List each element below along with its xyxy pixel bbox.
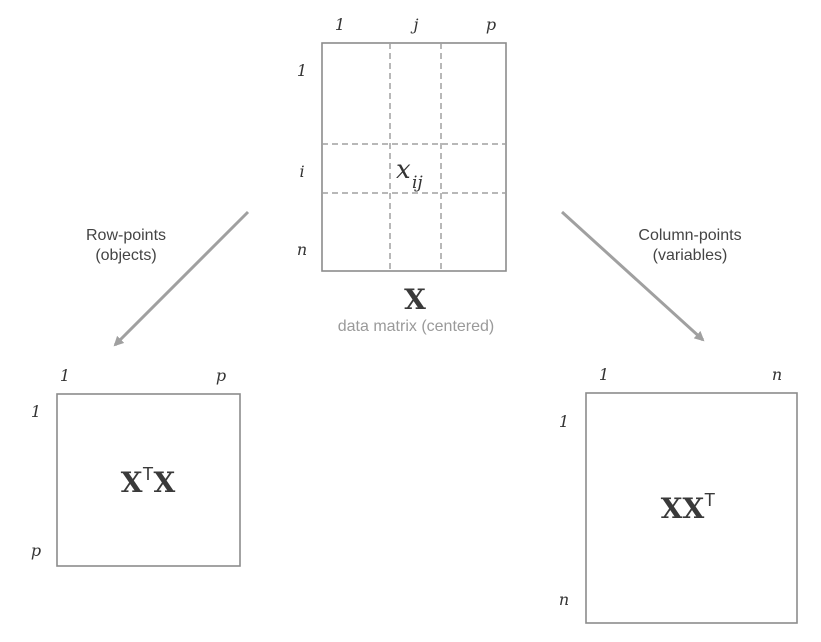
data-matrix-symbol: X xyxy=(404,283,426,316)
left-product-col-first-label: 1 xyxy=(60,366,70,385)
right-product-row-first-label: 1 xyxy=(559,412,569,431)
data-matrix-col-last-label: p xyxy=(486,15,496,34)
row-points-title: Row-points xyxy=(86,227,166,244)
left-product-matrix: 1 p 1 p XTX xyxy=(31,366,241,567)
data-matrix-row-first-label: 1 xyxy=(297,61,307,80)
data-matrix-col-first-label: 1 xyxy=(335,15,345,34)
matrix-element-x: x xyxy=(396,155,411,185)
matrix-element-subscript: ij xyxy=(412,173,423,193)
right-product-formula: XXT xyxy=(661,490,715,525)
left-product-row-last-label: p xyxy=(31,541,41,560)
right-product-box xyxy=(585,392,798,624)
column-points-title: Column-points xyxy=(638,227,741,244)
data-matrix-box xyxy=(321,42,507,272)
data-matrix-row-i-label: i xyxy=(299,162,304,181)
column-points-subtitle: (variables) xyxy=(653,247,728,264)
data-matrix-row-last-label: n xyxy=(297,240,307,259)
data-matrix: 1 j p 1 i n x ij X data matrix (centered… xyxy=(297,15,507,335)
row-points-subtitle: (objects) xyxy=(95,247,156,264)
left-product-formula: XTX xyxy=(121,464,176,499)
right-product-matrix: 1 n 1 n XXT xyxy=(559,365,798,624)
right-product-col-last-label: n xyxy=(772,365,782,384)
right-product-col-first-label: 1 xyxy=(599,365,609,384)
arrow-to-column-points xyxy=(560,210,705,342)
left-product-box xyxy=(56,393,241,567)
data-matrix-col-j-label: j xyxy=(411,15,419,34)
left-product-row-first-label: 1 xyxy=(31,402,41,421)
right-product-row-last-label: n xyxy=(559,590,569,609)
data-matrix-caption: data matrix (centered) xyxy=(338,318,495,335)
arrow-to-row-points xyxy=(113,210,250,347)
left-product-col-last-label: p xyxy=(216,366,226,385)
